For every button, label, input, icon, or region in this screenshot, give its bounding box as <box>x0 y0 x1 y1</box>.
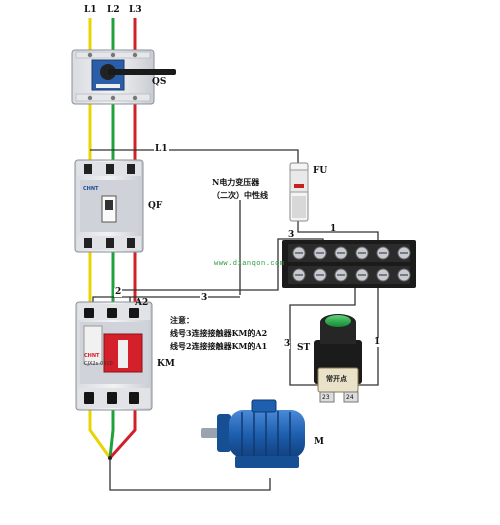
isolator-label: QS <box>152 77 167 87</box>
transformer-note-line2: （二次）中性线 <box>212 190 268 200</box>
wire-label-3-side: 3 <box>284 339 291 349</box>
phase-label-l1: L1 <box>84 5 97 15</box>
wire-label-2: 2 <box>114 287 123 297</box>
fuse-label: FU <box>313 166 328 176</box>
start-button-cap[interactable] <box>325 315 351 327</box>
start-button-label: ST <box>297 343 311 353</box>
contactor-km[interactable] <box>75 301 153 411</box>
watermark: www.dianqon.com <box>214 260 285 268</box>
phase-wires-qs-qf <box>88 102 137 160</box>
l2-wire-km-motor <box>108 410 115 459</box>
start-button-caption: 常开点 <box>326 375 347 383</box>
circuit-breaker-qf[interactable] <box>74 159 144 253</box>
contactor-brand: CHNT <box>84 353 100 359</box>
start-button-terminal-24: 24 <box>346 394 354 401</box>
phase-wires-km-motor <box>88 410 271 491</box>
wire-3-button <box>289 285 356 386</box>
contactor-label: KM <box>157 359 175 369</box>
contactor-a2-label: A2 <box>135 298 149 308</box>
breaker-toggle[interactable] <box>105 200 113 210</box>
wire-label-3-mid: 3 <box>200 293 209 303</box>
junction-dot-motor-feed <box>108 456 112 460</box>
contactor-model: CJX2s-0910 <box>84 361 113 367</box>
wire-label-l1-tap: L1 <box>154 144 169 154</box>
wire-1-button <box>356 285 379 386</box>
terminal-block <box>282 240 416 288</box>
isolator-switch-qs[interactable] <box>71 49 176 105</box>
wire-label-1-side: 1 <box>374 337 381 347</box>
phase-label-l3: L3 <box>129 5 142 15</box>
notes-line2: 线号2连接接触器KM的A1 <box>170 341 268 351</box>
notes-line1: 线号3连接接触器KM的A2 <box>170 328 268 338</box>
phase-wires-qf-km <box>88 252 137 305</box>
notes-title: 注意： <box>170 315 194 325</box>
phase-label-l2: L2 <box>107 5 120 15</box>
l1-wire-km-motor <box>88 410 112 459</box>
start-button-terminal-23: 23 <box>322 394 330 401</box>
start-button-st[interactable] <box>314 314 362 403</box>
breaker-label: QF <box>148 201 163 211</box>
breaker-brand: CHNT <box>83 186 99 192</box>
phase-wires-incoming <box>88 18 137 52</box>
fuse-fu <box>289 162 309 222</box>
transformer-note-line1: N电力变压器 <box>212 177 260 187</box>
wire-label-1-top: 1 <box>330 224 337 234</box>
isolator-handle-lever[interactable] <box>108 69 176 75</box>
motor-feed-wire <box>109 458 271 491</box>
terminal-screws <box>292 246 411 282</box>
motor-m <box>201 399 305 468</box>
motor-label: M <box>314 437 324 447</box>
wire-label-3-top: 3 <box>288 230 295 240</box>
l3-wire-km-motor <box>108 410 137 459</box>
